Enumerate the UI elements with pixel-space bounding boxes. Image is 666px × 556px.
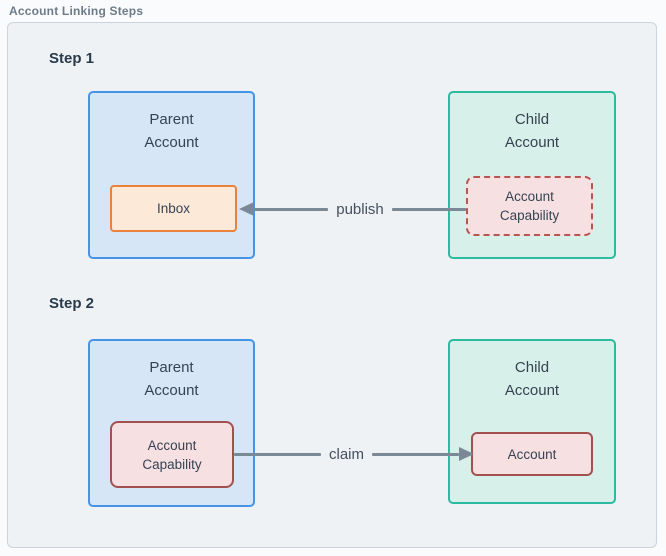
step2-account-capability-label: Account Capability xyxy=(142,437,202,472)
step2-account-box: Account xyxy=(471,432,593,476)
step1-inbox-label: Inbox xyxy=(156,201,191,216)
arrowhead-right-icon xyxy=(459,447,475,461)
arrow-line xyxy=(372,452,460,456)
step1-parent-account-box: Parent Account Inbox xyxy=(88,91,255,259)
arrow-line xyxy=(391,207,467,211)
step2-parent-account-box: Parent Account Account Capability xyxy=(88,339,255,507)
arrowhead-left-icon xyxy=(239,202,254,216)
arrow-line xyxy=(254,207,329,211)
step2-parent-account-title: Parent Account xyxy=(144,359,199,399)
step2-child-account-box: Child Account Account xyxy=(448,339,616,504)
claim-arrow: claim xyxy=(234,441,475,467)
step2-child-account-title: Child Account xyxy=(504,359,560,399)
step2-account-label: Account xyxy=(507,446,557,462)
step1-account-capability-label: Account Capability xyxy=(499,189,560,223)
step1-child-account-box: Child Account Account Capability xyxy=(448,91,616,259)
figure-title: Account Linking Steps xyxy=(9,4,144,18)
publish-arrow-label: publish xyxy=(336,200,384,218)
step2-account-capability-box: Account Capability xyxy=(110,421,234,488)
step1-parent-account-title: Parent Account xyxy=(144,111,199,151)
publish-arrow: publish xyxy=(239,196,467,222)
step-2-label: Step 2 xyxy=(49,295,95,312)
step1-account-capability-box: Account Capability xyxy=(466,176,593,236)
step1-inbox-box: Inbox xyxy=(110,185,237,232)
claim-arrow-label: claim xyxy=(329,445,365,463)
arrow-line xyxy=(234,452,321,456)
step1-child-account-title: Child Account xyxy=(504,111,560,151)
diagram-canvas: Step 1 Parent Account Inbox Child Accoun… xyxy=(7,22,657,548)
step-1-label: Step 1 xyxy=(49,50,95,67)
